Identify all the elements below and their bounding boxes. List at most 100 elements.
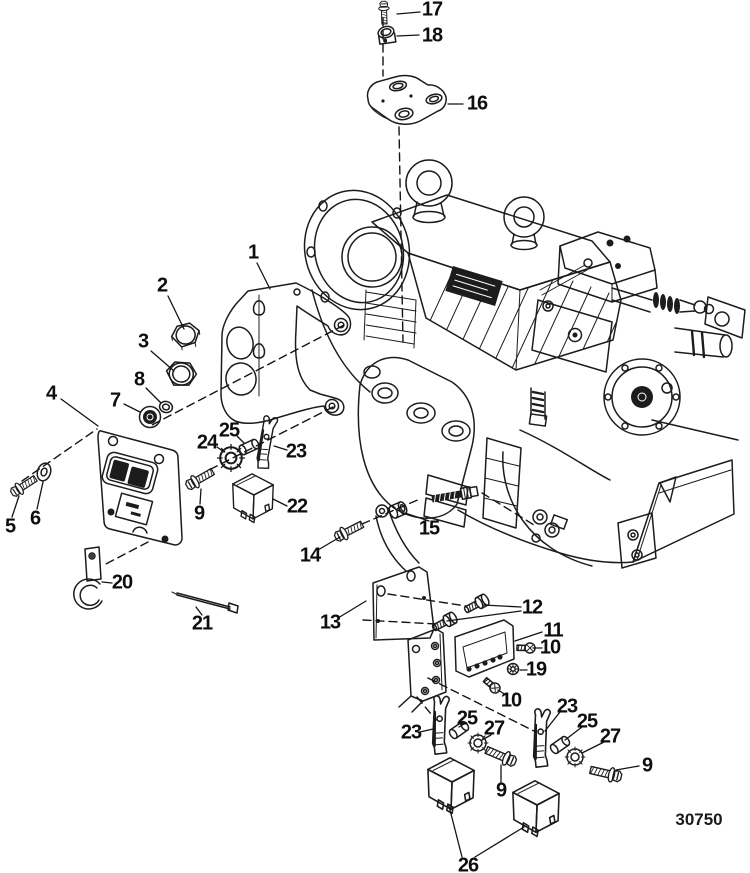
- callout-label-10-25: 10: [500, 689, 522, 712]
- leader-lines: [11, 11, 640, 858]
- callout-label-9-29: 9: [495, 779, 507, 802]
- oil-cooler: [457, 419, 739, 569]
- leader-line: [419, 728, 434, 733]
- dashed-leader-line: [101, 541, 149, 567]
- leader-line: [273, 445, 288, 451]
- screw-10-bottom: [481, 675, 503, 696]
- callout-label-23-26: 23: [400, 721, 422, 744]
- leader-line: [458, 723, 465, 728]
- gasket-16: [366, 74, 447, 125]
- leader-line: [195, 606, 203, 616]
- callout-label-14-18: 14: [299, 544, 321, 567]
- leader-line: [497, 689, 507, 696]
- dashed-leader-line: [427, 677, 535, 732]
- clamp-20: [73, 546, 103, 610]
- leader-line: [256, 262, 271, 290]
- callout-label-25-13: 25: [218, 419, 240, 442]
- engine-stud: [431, 485, 479, 503]
- leader-line: [337, 600, 367, 619]
- module-11: [454, 619, 515, 678]
- bolt-14: [331, 517, 366, 545]
- locknut-3: [165, 361, 198, 386]
- callout-label-1-3: 1: [247, 241, 259, 264]
- leader-line: [317, 536, 341, 551]
- callout-label-5-9: 5: [4, 515, 16, 538]
- leader-line: [404, 512, 430, 522]
- bolt-12-a: [461, 592, 492, 617]
- leader-line: [514, 631, 543, 642]
- bolt-5: [7, 472, 40, 500]
- dashed-leader-line: [149, 324, 345, 427]
- callout-label-11-22: 11: [543, 619, 563, 642]
- bracket-1: [220, 282, 352, 424]
- leader-line: [199, 488, 202, 505]
- leader-line: [615, 765, 640, 771]
- callout-label-16-2: 16: [466, 92, 488, 115]
- nut-8: [158, 400, 174, 414]
- leader-line: [272, 498, 288, 507]
- leader-line: [236, 435, 245, 444]
- callout-label-9-33: 9: [641, 754, 653, 777]
- callout-label-24-12: 24: [196, 431, 218, 454]
- callout-label-2-4: 2: [156, 274, 168, 297]
- clamp-18: [377, 25, 397, 45]
- leader-line: [396, 11, 421, 15]
- callout-label-6-10: 6: [29, 507, 41, 530]
- engine-assembly: [303, 159, 746, 569]
- bolt-12-b: [429, 610, 460, 635]
- callout-label-25-27: 25: [456, 707, 478, 730]
- callout-label-20-16: 20: [111, 571, 133, 594]
- callout-label-23-30: 23: [556, 695, 578, 718]
- callout-label-27-32: 27: [599, 725, 621, 748]
- bracket-23-bottom-right: [529, 707, 553, 770]
- dashed-leader-line: [481, 492, 535, 526]
- leader-line: [145, 387, 162, 404]
- callout-label-15-19: 15: [418, 517, 440, 540]
- dashed-leader-line: [361, 498, 421, 525]
- plate-4: [97, 430, 183, 546]
- callout-label-25-31: 25: [576, 710, 598, 733]
- callout-label-8-6: 8: [133, 368, 145, 391]
- nut-27-bottom-right: [564, 746, 586, 768]
- cable-tie-21: [171, 591, 239, 614]
- block-ribs: [423, 437, 522, 529]
- callout-label-12-21: 12: [521, 596, 543, 619]
- engine-info-label: [445, 265, 503, 307]
- bolt-17: [377, 0, 391, 25]
- leader-line: [448, 805, 463, 858]
- callout-label-23-14: 23: [285, 440, 307, 463]
- callout-label-18-1: 18: [421, 24, 443, 47]
- callout-label-3-5: 3: [137, 330, 149, 353]
- leader-line: [544, 711, 561, 732]
- callout-label-22-15: 22: [286, 495, 308, 518]
- callout-label-26-34: 26: [457, 854, 479, 873]
- dashed-leader-line: [206, 406, 334, 472]
- callout-label-27-28: 27: [483, 717, 505, 740]
- engine-block-top: [363, 194, 622, 371]
- leader-line: [101, 581, 113, 584]
- callout-label-7-7: 7: [109, 389, 121, 412]
- relay-26-a: [427, 757, 475, 815]
- exhaust-manifold: [357, 356, 475, 519]
- leader-line: [150, 350, 175, 372]
- callout-label-4-8: 4: [45, 382, 57, 405]
- callout-label-17-0: 17: [421, 0, 443, 21]
- figure-number: 30750: [675, 810, 723, 829]
- leader-line: [446, 610, 522, 622]
- washer-19: [506, 662, 520, 676]
- leader-line: [216, 446, 225, 453]
- leader-line: [123, 403, 141, 413]
- dashed-leader-line: [387, 593, 467, 607]
- bracket-23-bottom-left: [428, 694, 452, 757]
- dashed-leader-line: [21, 428, 98, 482]
- relay-22: [232, 473, 274, 524]
- locknut-2: [170, 322, 201, 351]
- callout-label-19-24: 19: [525, 658, 547, 681]
- bracket-13: [372, 504, 447, 713]
- dashed-leader-line: [416, 696, 437, 721]
- callout-label-13-20: 13: [319, 611, 341, 634]
- dashed-leader-line: [398, 126, 404, 343]
- bolt-9-bottom-right: [588, 762, 624, 785]
